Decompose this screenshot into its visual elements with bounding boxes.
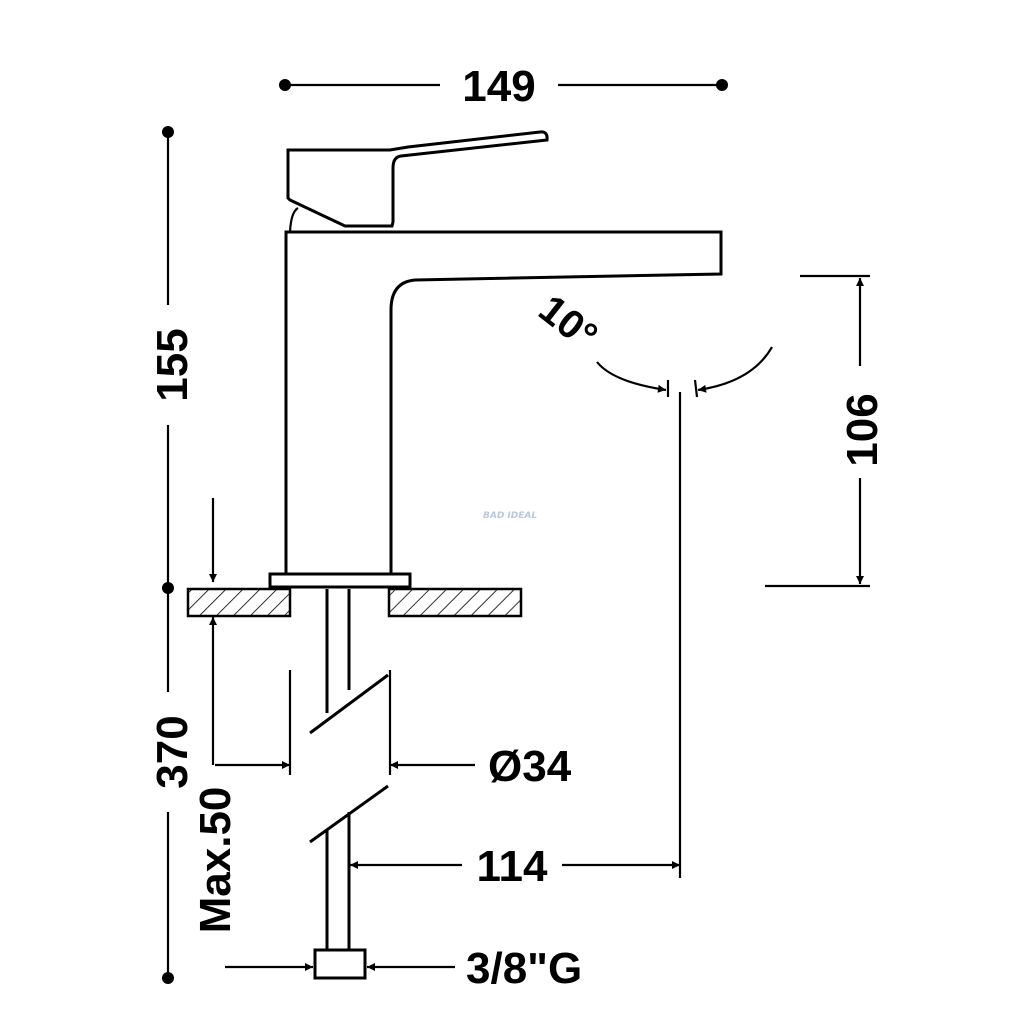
dim-spout-height: 106 bbox=[765, 274, 887, 588]
watermark: BAD IDEAL bbox=[483, 511, 537, 521]
dim-spout-height-label: 106 bbox=[838, 393, 887, 466]
dim-below-counter-label: 370 bbox=[148, 715, 197, 788]
base-plate bbox=[268, 572, 412, 589]
dim-hole-diameter: Ø34 bbox=[215, 670, 572, 791]
counter-top bbox=[186, 587, 523, 618]
dim-spout-reach: 114 bbox=[350, 392, 682, 891]
dim-counter-thickness-label: Max.50 bbox=[191, 787, 240, 934]
supply-pipe bbox=[309, 589, 389, 980]
dim-top-width-label: 149 bbox=[462, 62, 535, 111]
dim-below-counter: 370 bbox=[148, 588, 197, 984]
dim-spout-angle-label: 10° bbox=[531, 287, 606, 359]
dim-total-height-label: 155 bbox=[148, 328, 197, 401]
dim-spout-reach-label: 114 bbox=[477, 842, 549, 891]
dim-hole-diameter-label: Ø34 bbox=[488, 742, 572, 791]
dim-counter-thickness: Max.50 bbox=[191, 498, 240, 933]
dim-connection-thread: 3/8"G bbox=[225, 944, 582, 993]
lever-handle bbox=[286, 130, 549, 228]
spout-body bbox=[284, 230, 723, 574]
dim-top-width: 149 bbox=[279, 62, 728, 111]
connection-nut bbox=[313, 948, 367, 980]
faucet-body bbox=[268, 130, 723, 589]
dim-spout-angle: 10° bbox=[531, 287, 773, 398]
dim-total-height: 155 bbox=[148, 126, 197, 594]
dim-connection-thread-label: 3/8"G bbox=[466, 944, 582, 993]
